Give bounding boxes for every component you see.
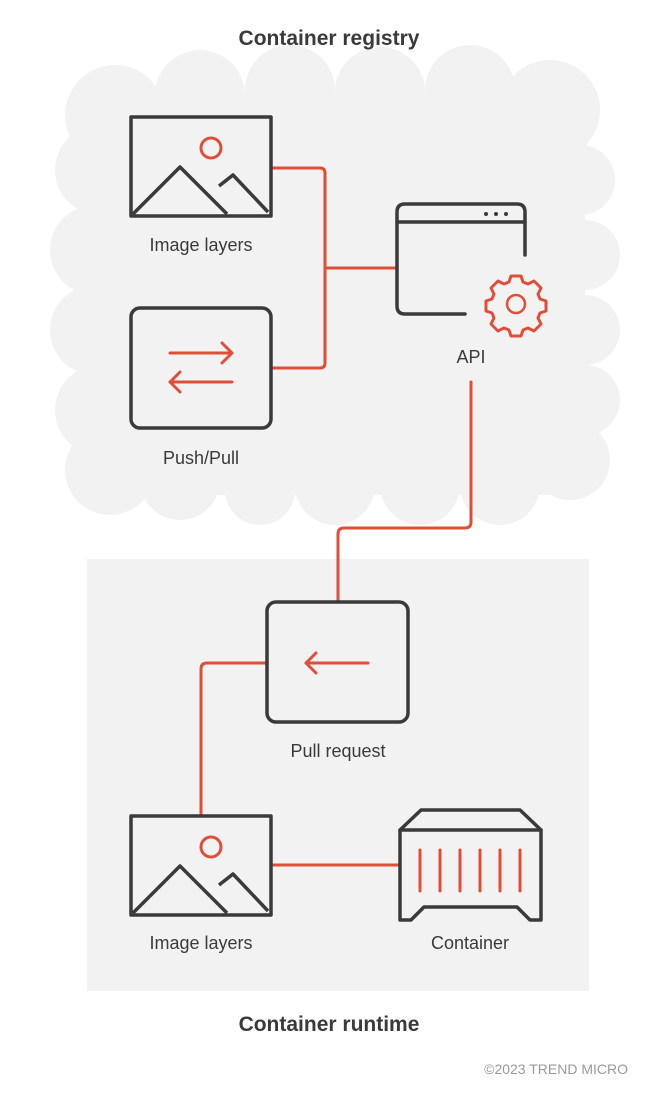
registry-push-pull-label: Push/Pull	[162, 448, 240, 468]
runtime-image-layers-label: Image layers	[149, 933, 253, 953]
left-arrow-icon	[265, 600, 410, 724]
connectors	[199, 166, 473, 867]
registry-api-label: API	[456, 347, 486, 367]
runtime-panel	[87, 559, 589, 991]
connector-pull-request-image-layers	[199, 661, 269, 818]
shipping-container-icon	[398, 808, 543, 922]
browser-gear-icon	[395, 202, 548, 338]
registry-image-layers-label: Image layers	[149, 235, 253, 255]
runtime-title: Container runtime	[238, 1013, 420, 1036]
push-pull-arrows-icon	[129, 306, 273, 430]
runtime-pull-request-label: Pull request	[290, 741, 386, 761]
image-icon	[129, 115, 273, 218]
gear-icon	[484, 274, 548, 338]
registry-cloud	[50, 45, 620, 525]
runtime-container-label: Container	[430, 933, 510, 953]
copyright: ©2023 TREND MICRO	[484, 1061, 628, 1077]
registry-title: Container registry	[238, 27, 420, 50]
connector-api-pull-request	[336, 380, 473, 604]
image-icon	[129, 814, 273, 917]
